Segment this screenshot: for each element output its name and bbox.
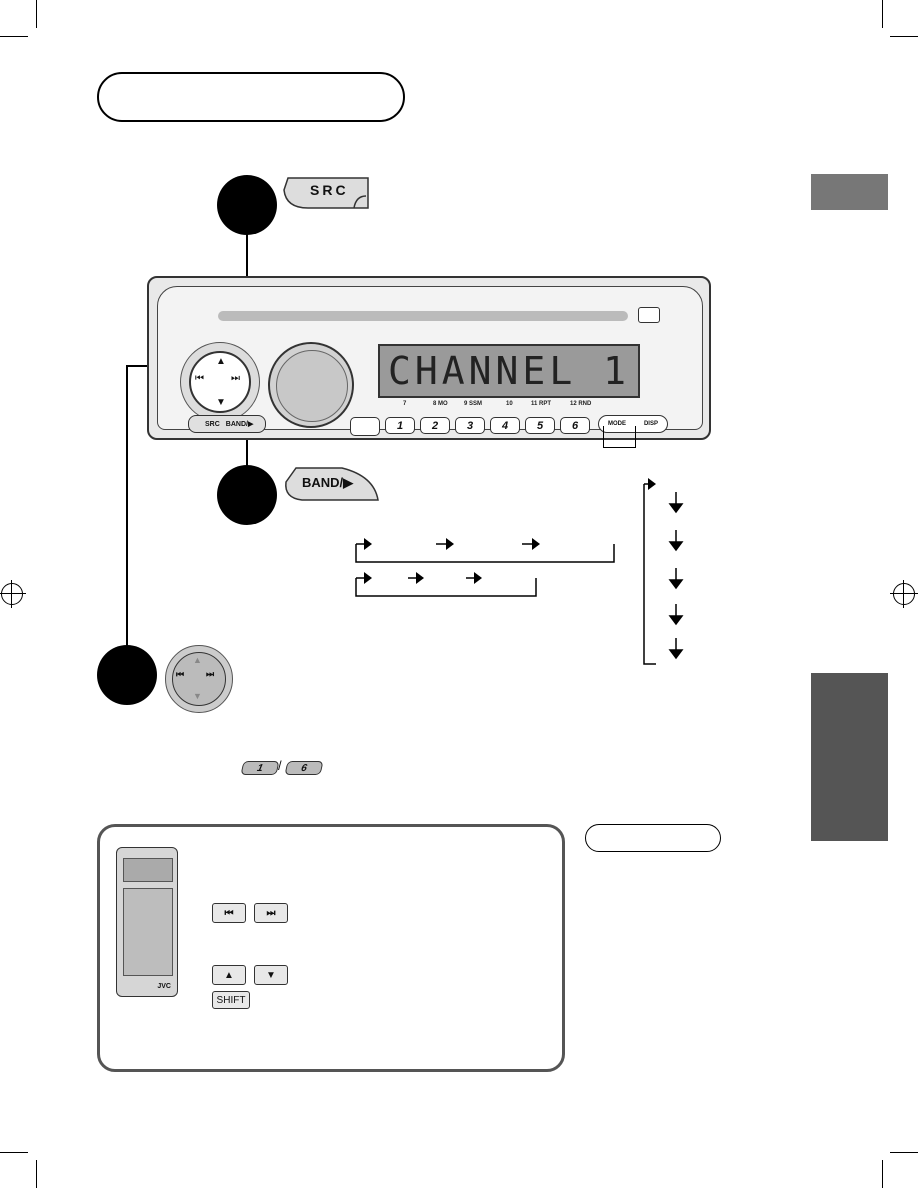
disp-button[interactable]: DISP: [643, 421, 658, 427]
preset-sublabel: 7: [403, 401, 407, 407]
registration-mark-icon: [0, 580, 26, 608]
display-cycle-diagram: [643, 478, 684, 665]
mode-disp-buttons: MODE DISP: [598, 415, 668, 433]
src-band-buttons: SRC BAND/▶: [188, 415, 266, 433]
crop-mark: [36, 1160, 37, 1188]
band-cycle-diagram: [355, 538, 615, 597]
preset-button-2[interactable]: 2: [420, 417, 450, 434]
car-receiver-unit: ▲ ▼ ⏮ ⏭ CHANNEL 1 7 8 MO 9 SSM 10 11 RPT…: [147, 276, 711, 440]
note-label-box: [585, 824, 721, 852]
down-button[interactable]: ▼: [254, 965, 288, 985]
up-button[interactable]: ▲: [212, 965, 246, 985]
preset-sublabel: 9 SSM: [464, 401, 483, 407]
crop-mark: [882, 1160, 883, 1188]
preset-button-icon: 6: [284, 761, 324, 775]
crop-mark: [882, 0, 883, 28]
skip-forward-button[interactable]: ⏭: [254, 903, 288, 923]
preset-button-5[interactable]: 5: [525, 417, 555, 434]
preset-button-6[interactable]: 6: [560, 417, 590, 434]
eject-button[interactable]: [638, 307, 660, 323]
step-3-marker: [97, 645, 157, 705]
range-slash: /: [278, 758, 282, 773]
preset-button-1[interactable]: 1: [385, 417, 415, 434]
crop-mark: [890, 1152, 918, 1153]
preset-sublabel: 8 MO: [433, 401, 448, 407]
remote-brand: JVC: [157, 983, 171, 990]
unit-src-button[interactable]: SRC: [205, 420, 220, 428]
src-button[interactable]: SRC: [310, 182, 349, 198]
control-dial[interactable]: ▲ ▼ ⏮ ⏭: [180, 342, 260, 422]
preset-button-4[interactable]: 4: [490, 417, 520, 434]
crop-mark: [0, 1152, 28, 1153]
preset-button-icon: 1: [240, 761, 280, 775]
preset-button-3[interactable]: 3: [455, 417, 485, 434]
step-2-marker: [217, 465, 277, 525]
preset-sublabel: 12 RND: [570, 401, 592, 407]
crop-mark: [36, 0, 37, 28]
display-panel: CHANNEL 1: [378, 344, 640, 398]
volume-knob[interactable]: [268, 342, 354, 428]
section-tab-active: [811, 673, 888, 841]
crop-mark: [890, 36, 918, 37]
shift-button[interactable]: SHIFT: [212, 991, 250, 1009]
preset-sublabel: 10: [506, 401, 513, 407]
mode-button[interactable]: MODE: [607, 421, 626, 427]
crop-mark: [0, 36, 28, 37]
control-dial-icon: ▲ ▼ ⏮ ⏭: [165, 645, 233, 713]
src-button-illustration: [283, 177, 369, 209]
callout-line: [603, 426, 604, 448]
connector-line: [126, 365, 128, 647]
unit-band-button[interactable]: BAND/▶: [225, 421, 254, 428]
section-tab: [811, 174, 888, 210]
band-button[interactable]: BAND/▶: [302, 475, 354, 490]
callout-line: [635, 426, 636, 448]
remote-control-icon: JVC: [116, 847, 178, 997]
faceplate: ▲ ▼ ⏮ ⏭ CHANNEL 1 7 8 MO 9 SSM 10 11 RPT…: [157, 286, 703, 436]
section-title-box: [97, 72, 405, 122]
skip-back-button[interactable]: ⏮: [212, 903, 246, 923]
band-button-illustration: [285, 467, 379, 501]
connector-line: [246, 418, 248, 468]
control-dial-icon[interactable]: ▲ ▼ ⏮ ⏭: [189, 351, 251, 413]
preset-sublabel: 11 RPT: [531, 401, 552, 407]
blank-button[interactable]: [350, 417, 380, 436]
callout-line: [603, 447, 636, 448]
disc-slot: [218, 311, 628, 321]
remote-control-panel: JVC ⏮ ⏭ ▲ ▼ SHIFT: [97, 824, 565, 1072]
registration-mark-icon: [890, 580, 918, 608]
